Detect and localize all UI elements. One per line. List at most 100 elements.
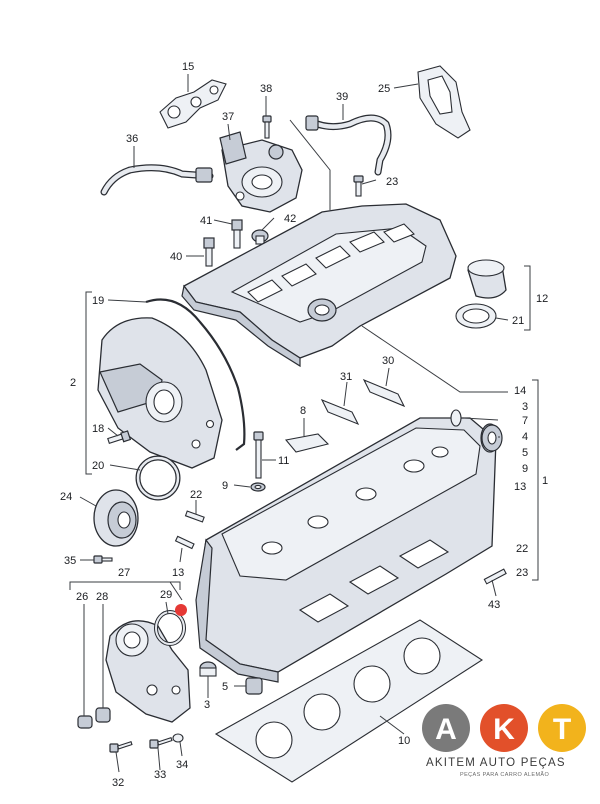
callout-41: 41 xyxy=(200,215,212,227)
part-2-timing-cover[interactable] xyxy=(97,317,223,469)
part-36-breather-hose[interactable] xyxy=(100,164,214,196)
part-4-sprocket[interactable] xyxy=(481,424,503,452)
callout-3-right: 3 xyxy=(522,401,528,413)
part-33-bolt[interactable] xyxy=(149,737,173,749)
callout-33: 33 xyxy=(154,769,166,781)
part-31-seal-strip[interactable] xyxy=(320,398,360,426)
callout-14: 14 xyxy=(514,385,526,397)
callout-13-right: 13 xyxy=(514,481,526,493)
part-28-bushing[interactable] xyxy=(95,707,111,723)
callout-18: 18 xyxy=(92,423,104,435)
part-25-gasket[interactable] xyxy=(417,65,471,139)
part-35-bolt[interactable] xyxy=(93,555,113,564)
logo-tagline: PEÇAS PARA CARRO ALEMÃO xyxy=(460,771,550,778)
bracket-group-1 xyxy=(532,379,539,581)
part-10-head-gasket[interactable] xyxy=(214,619,484,783)
part-41-sensor[interactable] xyxy=(231,219,243,249)
callout-9-right: 9 xyxy=(522,463,528,475)
part-32-bolt[interactable] xyxy=(109,741,133,753)
callout-22-right: 22 xyxy=(516,543,528,555)
callout-13-left: 13 xyxy=(172,567,184,579)
callout-21: 21 xyxy=(512,315,524,327)
callout-30: 30 xyxy=(382,355,394,367)
logo-letter-k: K xyxy=(493,713,515,746)
callout-43: 43 xyxy=(488,599,500,611)
callout-42: 42 xyxy=(284,213,296,225)
logo-letter-t: T xyxy=(553,713,571,746)
red-marker xyxy=(175,604,187,616)
valve-cover-windows xyxy=(247,223,415,303)
valve-cover[interactable] xyxy=(181,203,457,368)
part-23-bolt-top[interactable] xyxy=(353,175,364,197)
part-22-stud[interactable] xyxy=(184,510,205,523)
part-8-pad[interactable] xyxy=(284,433,330,453)
callout-8: 8 xyxy=(300,405,306,417)
part-5-plug[interactable] xyxy=(245,677,263,695)
callout-12: 12 xyxy=(536,293,548,305)
callout-27: 27 xyxy=(118,567,130,579)
part-40-sensor[interactable] xyxy=(203,237,215,267)
callout-4: 4 xyxy=(522,431,528,443)
callout-29: 29 xyxy=(160,589,172,601)
callout-20: 20 xyxy=(92,460,104,472)
part-13-stud[interactable] xyxy=(174,535,195,550)
callout-38: 38 xyxy=(260,83,272,95)
part-27-pump-housing[interactable] xyxy=(105,620,191,723)
callout-28: 28 xyxy=(96,591,108,603)
callout-5-left: 5 xyxy=(222,681,228,693)
part-37-pressure-valve[interactable] xyxy=(219,131,303,213)
part-11-head-bolt[interactable] xyxy=(253,431,264,479)
part-20-o-ring[interactable] xyxy=(135,455,181,501)
part-19-gasket[interactable] xyxy=(145,298,246,451)
part-42-plug[interactable] xyxy=(251,229,269,245)
callout-2: 2 xyxy=(70,377,76,389)
callout-1: 1 xyxy=(542,475,548,487)
akt-logo: A K T AKITEM AUTO PEÇAS PEÇAS PARA CARRO… xyxy=(422,704,586,778)
callout-3-left: 3 xyxy=(204,699,210,711)
callout-40: 40 xyxy=(170,251,182,263)
part-15-gasket[interactable] xyxy=(159,79,227,129)
part-21-seal-ring[interactable] xyxy=(455,303,497,329)
callout-15: 15 xyxy=(182,61,194,73)
part-38-bolt[interactable] xyxy=(262,115,272,139)
bracket-group-27 xyxy=(69,581,181,590)
part-7-o-ring[interactable] xyxy=(450,409,462,427)
callout-labels: 15 38 39 25 37 36 23 41 42 40 12 19 21 3… xyxy=(60,61,548,789)
part-12-oil-filler-cap[interactable] xyxy=(467,259,507,299)
bracket-group-2 xyxy=(85,291,92,475)
callout-31: 31 xyxy=(340,371,352,383)
callout-9-left: 9 xyxy=(222,480,228,492)
part-26-plug[interactable] xyxy=(77,715,93,729)
part-30-seal-strip[interactable] xyxy=(362,378,406,408)
part-43-stud[interactable] xyxy=(483,568,507,585)
callout-32: 32 xyxy=(112,777,124,789)
callout-24: 24 xyxy=(60,491,72,503)
callout-22-left: 22 xyxy=(190,489,202,501)
part-9-washer[interactable] xyxy=(250,482,266,492)
part-3-cap[interactable] xyxy=(199,661,217,677)
part-18-bolt[interactable] xyxy=(107,430,132,445)
callout-25: 25 xyxy=(378,83,390,95)
part-39-hose[interactable] xyxy=(305,114,392,176)
part-34-washer[interactable] xyxy=(172,733,184,743)
logo-letter-a: A xyxy=(435,713,457,746)
part-24-pulley[interactable] xyxy=(93,489,139,547)
callout-19: 19 xyxy=(92,295,104,307)
callout-35: 35 xyxy=(64,555,76,567)
logo-k-circle xyxy=(480,704,528,752)
callout-36: 36 xyxy=(126,133,138,145)
callout-7: 7 xyxy=(522,415,528,427)
callout-26: 26 xyxy=(76,591,88,603)
callout-10: 10 xyxy=(398,735,410,747)
callout-23-top: 23 xyxy=(386,176,398,188)
part-29-o-ring[interactable] xyxy=(154,610,186,646)
leader-lines xyxy=(70,74,509,773)
callout-34: 34 xyxy=(176,759,188,771)
callout-39: 39 xyxy=(336,91,348,103)
callout-11: 11 xyxy=(278,455,289,467)
bracket-group-12 xyxy=(524,265,531,331)
logo-a-circle xyxy=(422,704,470,752)
logo-brand-name: AKITEM AUTO PEÇAS xyxy=(426,757,566,769)
